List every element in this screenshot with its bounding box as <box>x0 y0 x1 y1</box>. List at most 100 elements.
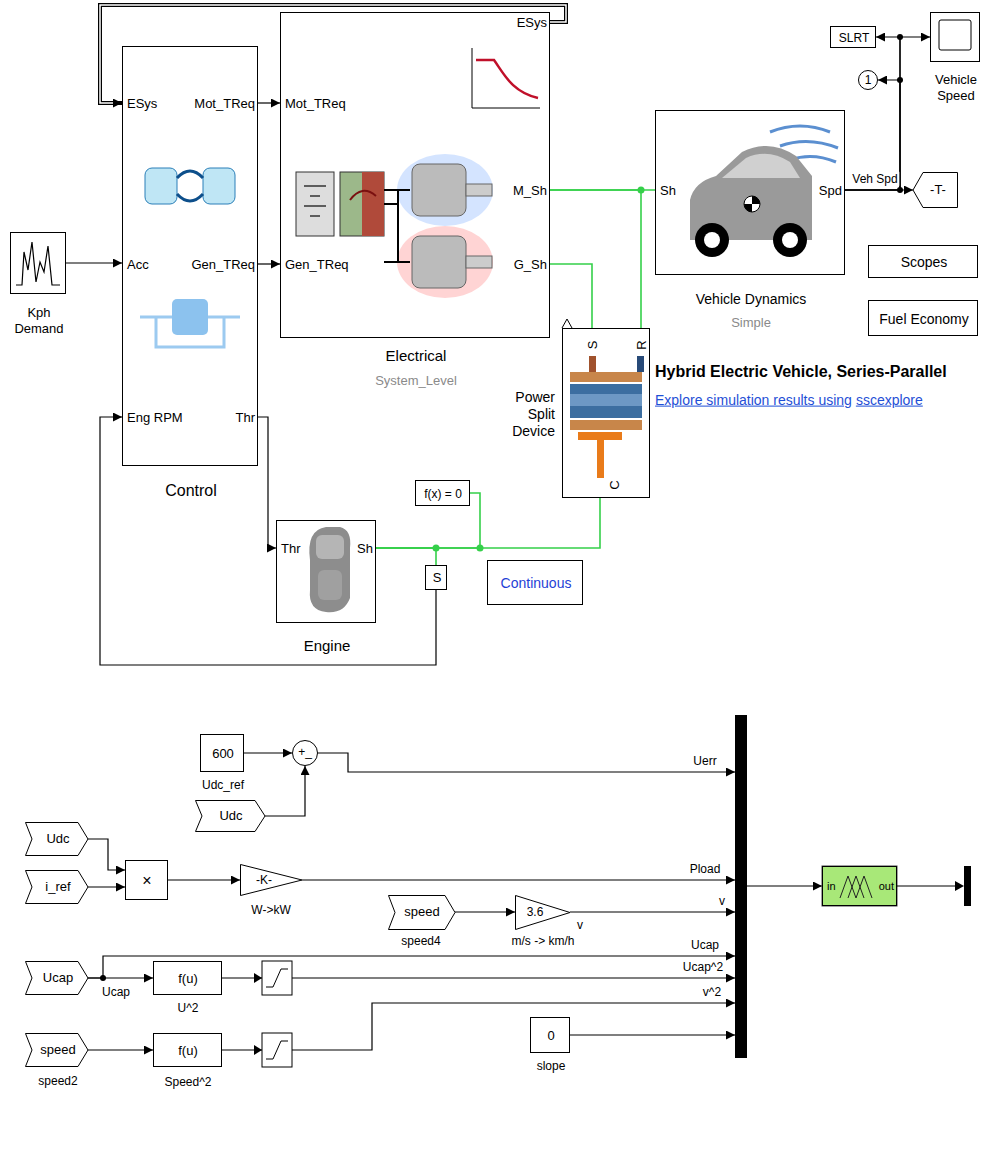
stateflow-icon <box>177 171 203 201</box>
vehicle-icon <box>744 196 760 212</box>
physical-connection <box>376 548 436 565</box>
signal-line <box>88 887 125 888</box>
vehicle-icon <box>704 232 720 248</box>
block-label: W->kW <box>251 903 290 917</box>
block-label: Spd <box>819 183 842 199</box>
block-label: Speed^2 <box>164 1075 211 1089</box>
power-split-icon <box>570 420 642 430</box>
output-bar <box>964 866 971 906</box>
block-label: Gen_TReq <box>191 257 255 273</box>
electrical-fill <box>280 12 550 338</box>
constraint-block: f(x) = 0 <box>415 480 470 506</box>
stateflow-icon <box>145 168 177 204</box>
block-label: Thr <box>281 541 301 557</box>
from-tag: Udc <box>25 822 88 856</box>
scope-block: Vehicle Speed <box>930 12 980 62</box>
motor-icons <box>466 256 492 268</box>
power-split-icon <box>562 328 650 498</box>
signal-line <box>244 753 292 754</box>
saturation-block <box>254 973 262 983</box>
engine-block: ThrShEngine <box>276 520 376 623</box>
block-label: +_ <box>298 745 312 759</box>
wire <box>222 977 735 978</box>
block-label: Control <box>165 481 217 500</box>
power-split-icon <box>570 394 642 406</box>
stateflow-icon <box>203 168 235 204</box>
power-split-icon <box>578 432 622 440</box>
saturation-block <box>254 1033 292 1067</box>
block-label: SLRT <box>839 31 869 45</box>
power-split-icon <box>570 372 642 382</box>
block-label: Mot_TReq <box>285 96 346 112</box>
signal-source: Kph Demand <box>10 232 66 294</box>
junction-dots <box>897 77 903 83</box>
signal-line <box>747 886 822 887</box>
signal-label: v^2 <box>701 985 723 999</box>
junction-dots <box>477 545 484 552</box>
signal-line <box>222 1003 735 1050</box>
wire <box>550 264 592 328</box>
annotation-text: sscexplore <box>856 392 923 409</box>
junction-dots <box>100 975 106 981</box>
output-bar <box>897 885 956 886</box>
controller-icon <box>140 299 240 347</box>
block-label: S <box>585 341 601 350</box>
block-label: in <box>827 880 836 893</box>
signal-name: Ucap <box>102 985 130 999</box>
from-shape <box>26 1034 89 1067</box>
signal-label: v <box>717 894 727 908</box>
block-label: Continuous <box>501 575 572 592</box>
wire <box>845 37 900 190</box>
wire <box>570 911 735 912</box>
signal-line <box>258 264 280 265</box>
constant-block: 0slope <box>530 1017 570 1053</box>
gain-block: 3.6m/s -> km/h <box>515 895 570 930</box>
wire <box>258 417 276 548</box>
block-label: ESys <box>127 96 157 112</box>
power-split-block: SRCPower Split Device <box>562 328 650 498</box>
junction-dots <box>897 34 903 40</box>
block-label: Vehicle Speed <box>920 72 992 103</box>
signal-line <box>570 1035 735 1036</box>
signal-line <box>168 880 240 881</box>
tri-shape <box>516 896 571 930</box>
wire <box>88 886 125 887</box>
stateflow-icon <box>145 168 235 204</box>
circ-shape <box>293 741 318 766</box>
block-label: Vehicle Dynamics <box>696 291 807 308</box>
target-block: SLRT <box>830 26 876 48</box>
wire <box>258 102 280 103</box>
wire <box>845 80 900 190</box>
wire <box>88 1049 153 1050</box>
block-label: Power Split Device <box>493 389 555 439</box>
junction-dots <box>897 187 903 193</box>
subsystem-link: Fuel Economy <box>868 300 978 336</box>
engine-icon <box>276 520 376 623</box>
block-label: Thr <box>236 410 256 426</box>
block-label: G_Sh <box>514 257 547 273</box>
sensor-block: S <box>425 565 447 590</box>
block-label: System_Level <box>375 373 457 389</box>
gain-block: -K-W->kW <box>240 864 302 896</box>
block-label: C <box>607 480 623 489</box>
function-block: f(u)U^2 <box>153 961 222 995</box>
signal-label: Ucap^2 <box>681 960 725 974</box>
motor-icons <box>412 164 466 216</box>
kph-icon <box>16 242 60 285</box>
wire <box>265 766 305 816</box>
controller-icon <box>172 299 208 335</box>
block-label: f(u) <box>178 971 198 987</box>
battery-converter-icon <box>304 186 326 216</box>
block-label: Udc <box>219 808 242 824</box>
control-fill <box>122 46 258 466</box>
wire <box>66 262 122 263</box>
physical-connection <box>550 190 641 328</box>
saturation-block <box>262 961 292 995</box>
block-label: Acc <box>127 257 149 273</box>
block-label: U^2 <box>178 1001 199 1015</box>
signal-line <box>88 1050 153 1051</box>
signal-line <box>258 103 280 104</box>
block-label: Mot_TReq <box>194 96 255 112</box>
wire <box>302 879 735 880</box>
subsystem-block: Mot_TReqGen_TReqESysM_ShG_ShElectricalSy… <box>280 12 550 338</box>
